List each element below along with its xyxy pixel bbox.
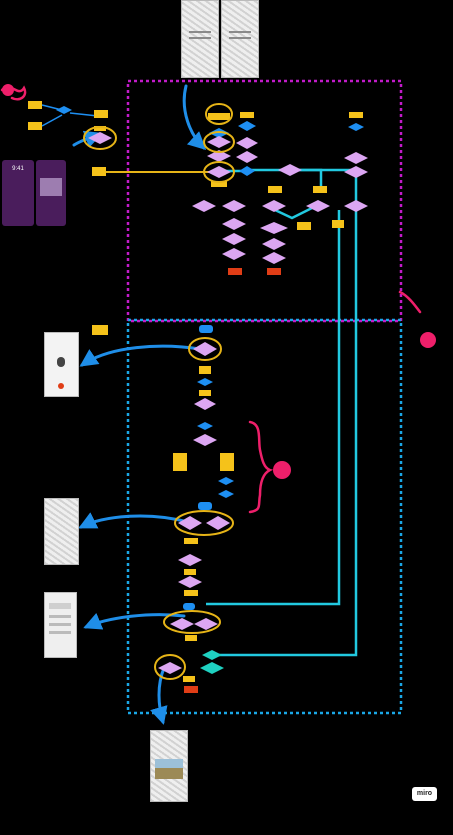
screen-thumbnail-photo[interactable] <box>150 730 188 802</box>
column-5-nodes <box>344 112 368 212</box>
column-4-nodes <box>306 186 344 228</box>
miro-logo[interactable]: miro <box>412 787 437 801</box>
screen-thumbnail-recorder[interactable] <box>44 332 79 397</box>
column-2-nodes <box>222 112 258 275</box>
screen-thumbnail-settings[interactable] <box>44 592 77 658</box>
bottom-flow-nodes <box>158 325 234 693</box>
scribble-frame-edge <box>398 290 422 314</box>
frame-top-magenta <box>126 79 403 323</box>
pink-dots <box>2 84 436 479</box>
top-left-stickies <box>28 101 112 335</box>
screen-thumbnail-gallery-1[interactable] <box>44 498 79 565</box>
screen-thumbnail-top-2[interactable] <box>221 0 259 78</box>
column-1-nodes <box>192 113 231 212</box>
phone-screen-media[interactable] <box>36 160 66 226</box>
bracket-right <box>248 420 274 514</box>
top-left-flow <box>41 104 99 127</box>
phone-time: 9:41 <box>12 166 24 172</box>
column-3-nodes <box>260 164 311 275</box>
phone-screen-lock[interactable]: 9:41 <box>2 160 34 226</box>
screen-thumbnail-top-1[interactable] <box>181 0 219 78</box>
blue-arrows <box>72 84 207 725</box>
highlight-ellipses <box>83 103 235 680</box>
